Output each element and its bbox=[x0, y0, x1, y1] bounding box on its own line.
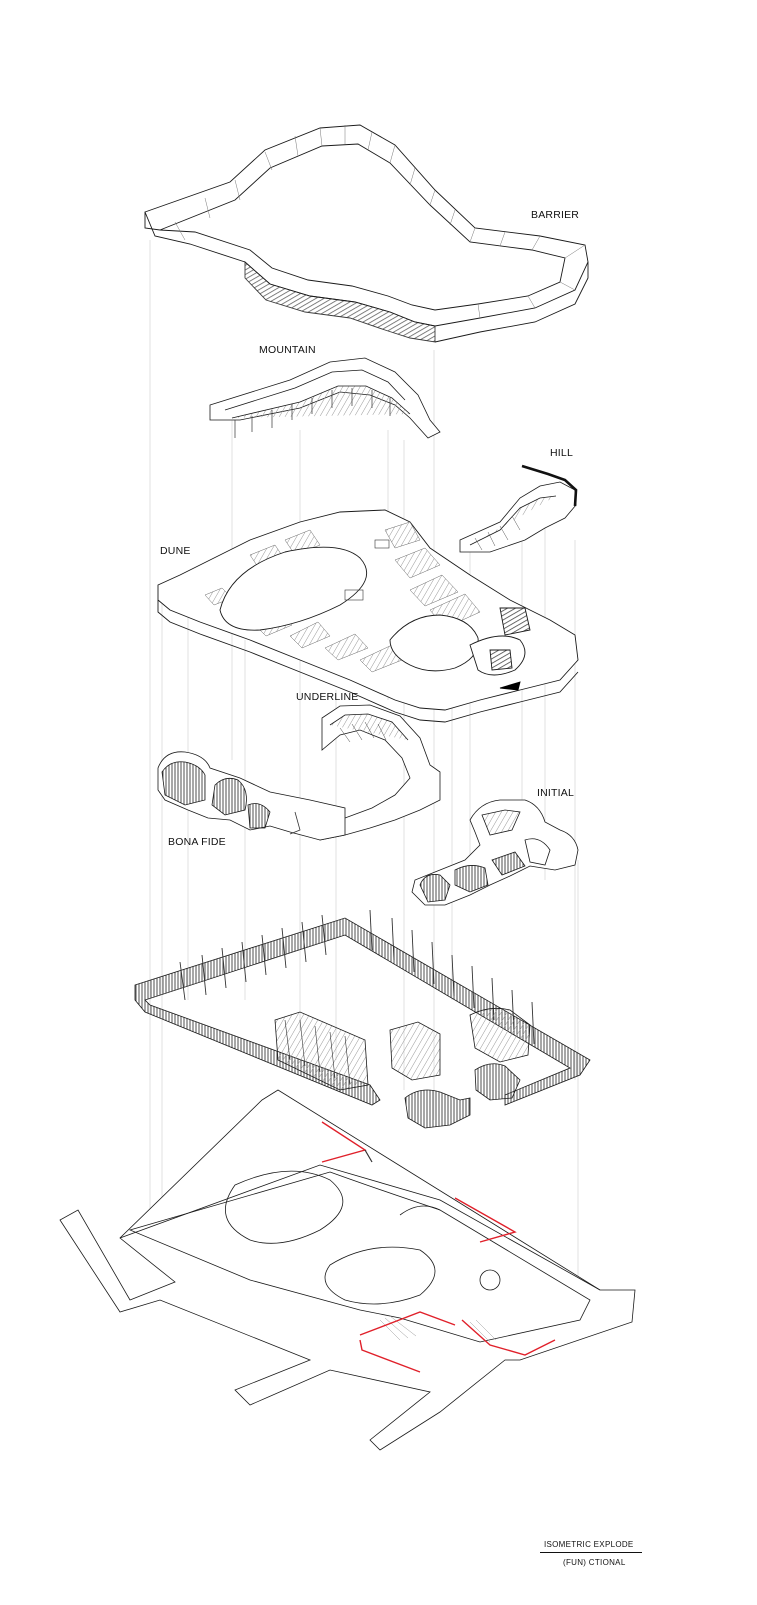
caption-line-2: (FUN) CTIONAL bbox=[563, 1558, 626, 1567]
mountain-layer bbox=[209, 357, 441, 439]
initial-label: INITIAL bbox=[537, 787, 574, 799]
bona-fide-label: BONA FIDE bbox=[168, 836, 226, 848]
dune-layer bbox=[157, 509, 579, 723]
mountain-label: MOUNTAIN bbox=[259, 344, 316, 356]
underline-label: UNDERLINE bbox=[296, 691, 359, 703]
dune-label: DUNE bbox=[160, 545, 191, 557]
barrier-layer bbox=[144, 124, 589, 343]
ground-plan-layer bbox=[59, 1089, 636, 1451]
underline-layer bbox=[319, 704, 441, 841]
hill-label: HILL bbox=[550, 447, 573, 459]
structure-layer bbox=[134, 909, 591, 1129]
barrier-label: BARRIER bbox=[531, 209, 580, 221]
hill-layer bbox=[459, 464, 578, 553]
bona-fide-layer bbox=[157, 751, 346, 841]
caption-line-1: ISOMETRIC EXPLODE bbox=[544, 1540, 634, 1549]
initial-layer bbox=[411, 799, 579, 906]
caption-divider bbox=[540, 1552, 642, 1553]
